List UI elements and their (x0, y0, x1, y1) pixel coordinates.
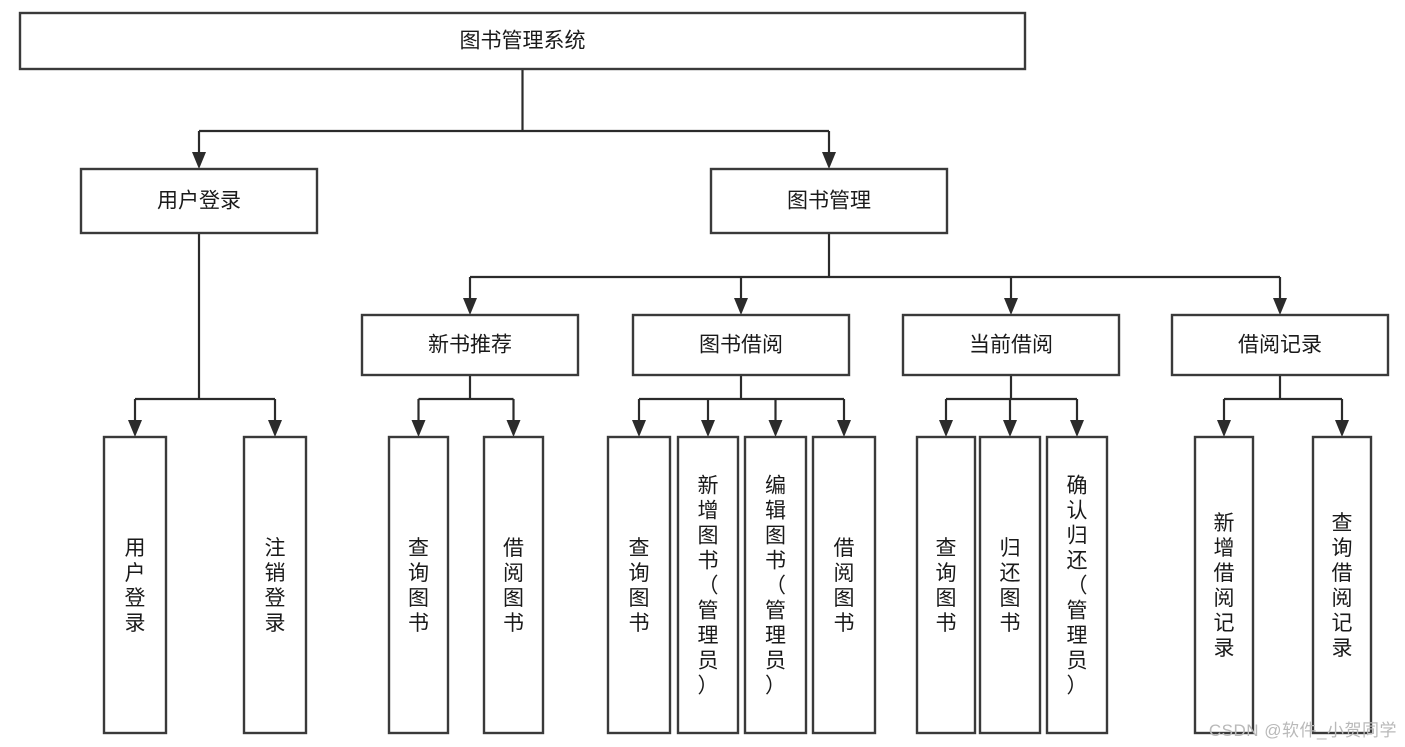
connector-arrowhead (939, 420, 953, 437)
node-label-leaf-query-borrow-record: 查询借阅记录 (1332, 512, 1353, 660)
node-leaf-query-book-current[interactable]: 查询图书 (915, 435, 977, 735)
node-leaf-borrow-book[interactable]: 借阅图书 (811, 435, 877, 735)
node-box-leaf-borrow-book (811, 435, 877, 735)
node-label-root: 图书管理系统 (460, 30, 586, 53)
connector-arrowhead (1217, 420, 1231, 437)
csdn-watermark: CSDN @软件_小贺同学 (1208, 721, 1397, 740)
connector-arrowhead (1004, 298, 1018, 315)
connectors-layer (128, 69, 1349, 437)
node-book-management[interactable]: 图书管理 (709, 167, 949, 235)
node-box-user-login (79, 167, 319, 235)
node-box-leaf-add-book-admin (676, 435, 740, 735)
node-current-borrow[interactable]: 当前借阅 (901, 313, 1121, 377)
node-leaf-edit-book-admin[interactable]: 编辑图书（管理员） (743, 435, 808, 735)
node-leaf-add-book-admin[interactable]: 新增图书（管理员） (676, 435, 740, 735)
connector-arrowhead (268, 420, 282, 437)
node-leaf-query-book-borrow[interactable]: 查询图书 (606, 435, 672, 735)
node-leaf-user-login[interactable]: 用户登录 (102, 435, 168, 735)
node-label-current-borrow: 当前借阅 (969, 334, 1053, 357)
connector-arrowhead (1070, 420, 1084, 437)
connector-arrowhead (1335, 420, 1349, 437)
node-box-leaf-query-borrow-record (1311, 435, 1373, 735)
node-label-leaf-user-login: 用户登录 (125, 537, 146, 635)
node-label-leaf-confirm-return-admin: 确认归还（管理员） (1067, 475, 1088, 698)
connector-arrowhead (701, 420, 715, 437)
node-label-user-login: 用户登录 (157, 190, 241, 213)
nodes-layer: 图书管理系统用户登录图书管理新书推荐图书借阅当前借阅借阅记录用户登录注销登录查询… (18, 11, 1390, 735)
node-label-leaf-query-book-current: 查询图书 (936, 537, 957, 635)
node-label-book-borrow: 图书借阅 (699, 334, 783, 357)
node-box-leaf-confirm-return-admin (1045, 435, 1109, 735)
node-label-borrow-record: 借阅记录 (1238, 334, 1322, 357)
node-label-new-book-recommend: 新书推荐 (428, 334, 512, 357)
node-box-current-borrow (901, 313, 1121, 377)
connector-arrowhead (837, 420, 851, 437)
node-new-book-recommend[interactable]: 新书推荐 (360, 313, 580, 377)
connector-arrowhead (192, 152, 206, 169)
node-box-leaf-query-book-current (915, 435, 977, 735)
node-leaf-add-borrow-record[interactable]: 新增借阅记录 (1193, 435, 1255, 735)
connector-arrowhead (463, 298, 477, 315)
node-box-leaf-edit-book-admin (743, 435, 808, 735)
node-leaf-borrow-book-recommend[interactable]: 借阅图书 (482, 435, 545, 735)
connector-arrowhead (1273, 298, 1287, 315)
node-user-login[interactable]: 用户登录 (79, 167, 319, 235)
node-box-new-book-recommend (360, 313, 580, 377)
connector-arrowhead (506, 420, 521, 437)
node-label-leaf-query-book-borrow: 查询图书 (629, 537, 650, 635)
node-box-leaf-logout (242, 435, 308, 735)
node-borrow-record[interactable]: 借阅记录 (1170, 313, 1390, 377)
node-box-borrow-record (1170, 313, 1390, 377)
node-box-leaf-return-book (978, 435, 1042, 735)
node-leaf-query-book-recommend[interactable]: 查询图书 (387, 435, 450, 735)
connector-arrowhead (1003, 420, 1017, 437)
node-label-leaf-query-book-recommend: 查询图书 (408, 537, 429, 635)
node-box-leaf-user-login (102, 435, 168, 735)
node-leaf-confirm-return-admin[interactable]: 确认归还（管理员） (1045, 435, 1109, 735)
node-root[interactable]: 图书管理系统 (18, 11, 1027, 71)
node-label-book-management: 图书管理 (787, 190, 871, 213)
node-label-leaf-return-book: 归还图书 (1000, 537, 1021, 635)
node-book-borrow[interactable]: 图书借阅 (631, 313, 851, 377)
connector-arrowhead (128, 420, 142, 437)
node-leaf-return-book[interactable]: 归还图书 (978, 435, 1042, 735)
node-box-leaf-query-book-recommend (387, 435, 450, 735)
node-leaf-logout[interactable]: 注销登录 (242, 435, 308, 735)
node-label-leaf-edit-book-admin: 编辑图书（管理员） (765, 475, 786, 698)
connector-arrowhead (768, 420, 783, 437)
node-box-root (18, 11, 1027, 71)
node-label-leaf-borrow-book-recommend: 借阅图书 (503, 537, 524, 635)
node-leaf-query-borrow-record[interactable]: 查询借阅记录 (1311, 435, 1373, 735)
node-label-leaf-borrow-book: 借阅图书 (834, 537, 855, 635)
connector-arrowhead (822, 152, 836, 169)
node-label-leaf-add-borrow-record: 新增借阅记录 (1214, 512, 1235, 660)
node-label-leaf-logout: 注销登录 (265, 537, 286, 635)
node-label-leaf-add-book-admin: 新增图书（管理员） (698, 475, 719, 698)
connector-arrowhead (411, 420, 426, 437)
node-box-book-borrow (631, 313, 851, 377)
node-box-book-management (709, 167, 949, 235)
node-box-leaf-borrow-book-recommend (482, 435, 545, 735)
connector-arrowhead (632, 420, 646, 437)
node-box-leaf-add-borrow-record (1193, 435, 1255, 735)
connector-arrowhead (734, 298, 748, 315)
node-box-leaf-query-book-borrow (606, 435, 672, 735)
